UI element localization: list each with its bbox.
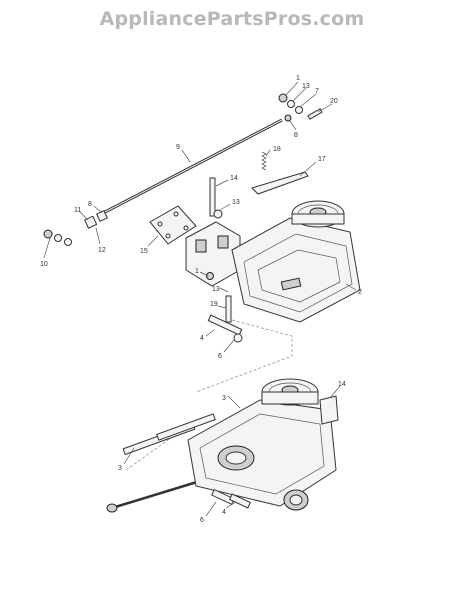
callout-13: 13 (232, 199, 240, 206)
nut-part (278, 93, 288, 103)
transaxle-housing-upper (231, 217, 361, 323)
callout-6: 6 (218, 353, 222, 360)
callout-19: 19 (210, 301, 218, 308)
spring-part (261, 151, 267, 171)
callout-4: 4 (200, 335, 204, 342)
washer-part (54, 234, 62, 242)
long-rod (111, 476, 211, 510)
gasket-part (149, 205, 197, 245)
dashed-guide (195, 319, 293, 393)
callout-8: 8 (294, 132, 298, 139)
washer-part (295, 106, 303, 114)
callout-13: 13 (302, 83, 310, 90)
pin-part (211, 488, 235, 506)
washer-part (64, 238, 72, 246)
pin-part (229, 493, 251, 509)
upper-assembly (43, 93, 361, 393)
washer-part (213, 209, 223, 219)
callout-labels: 1 13 7 20 8 9 18 17 14 13 8 11 12 10 15 … (40, 75, 362, 524)
leader-lines (43, 81, 357, 517)
pin-part (225, 295, 232, 323)
rod-end (106, 503, 118, 513)
callout-11: 11 (74, 207, 81, 214)
callout-20: 20 (330, 98, 338, 105)
lower-assembly (106, 378, 339, 513)
callout-17: 17 (318, 156, 326, 163)
callout-4: 4 (222, 509, 226, 516)
callout-14: 14 (338, 381, 346, 388)
callout-15: 15 (140, 248, 148, 255)
nut-part (43, 229, 53, 239)
callout-7: 7 (315, 88, 319, 95)
nut-part (206, 272, 214, 280)
callout-2: 2 (358, 289, 362, 296)
callout-1: 1 (296, 75, 300, 82)
callout-14: 14 (230, 175, 238, 182)
washer-part (233, 333, 243, 343)
axle-rod (156, 413, 216, 441)
callout-10: 10 (40, 261, 48, 268)
callout-18: 18 (273, 146, 281, 153)
long-bolt (209, 177, 216, 217)
callout-6: 6 (200, 517, 204, 524)
washer-part (284, 114, 292, 122)
axle-pin (207, 314, 243, 336)
callout-12: 12 (98, 247, 106, 254)
callout-13: 13 (212, 286, 220, 293)
callout-1: 1 (195, 268, 199, 275)
washer-part (287, 100, 295, 108)
callout-8: 8 (88, 201, 92, 208)
bolt-part (307, 108, 323, 120)
callout-9: 9 (176, 144, 180, 151)
bracket-link (251, 171, 309, 195)
watermark: AppliancePartsPros.com (99, 8, 365, 30)
callout-3: 3 (222, 395, 226, 402)
right-bracket (319, 395, 339, 425)
bushing-part (96, 210, 108, 222)
transaxle-housing-lower (187, 399, 337, 507)
callout-3: 3 (118, 465, 122, 472)
